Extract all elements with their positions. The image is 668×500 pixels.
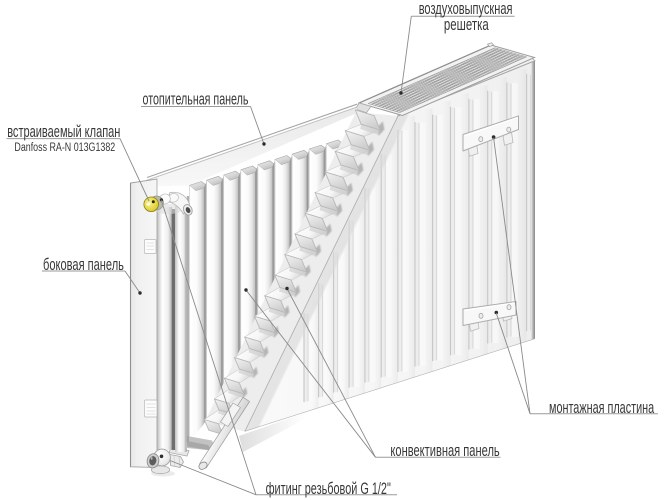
svg-text:монтажная пластина: монтажная пластина	[549, 399, 654, 418]
svg-text:встраиваемый клапан: встраиваемый клапан	[7, 123, 120, 142]
svg-text:конвективная панель: конвективная панель	[390, 442, 499, 461]
svg-text:боковая панель: боковая панель	[43, 256, 124, 275]
svg-text:отопительная панель: отопительная панель	[143, 90, 249, 109]
svg-text:фитинг резьбовой G 1/2": фитинг резьбовой G 1/2"	[266, 480, 391, 499]
svg-text:Danfoss RA-N 013G1382: Danfoss RA-N 013G1382	[14, 141, 115, 155]
svg-text:решетка: решетка	[444, 16, 490, 35]
svg-text:воздуховыпускная: воздуховыпускная	[419, 0, 513, 19]
